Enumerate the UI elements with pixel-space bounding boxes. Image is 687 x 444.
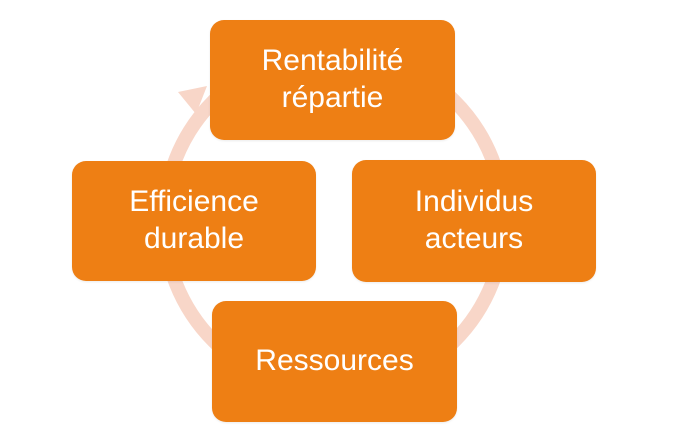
node-right-line-1: Individus — [414, 185, 534, 219]
node-ressources: Ressources — [212, 301, 457, 422]
node-left-line-2: durable — [143, 222, 245, 255]
node-left-line-1: Efficience — [129, 185, 259, 219]
node-top-line-1: Rentabilité — [261, 44, 404, 78]
node-individus-acteurs: Individus acteurs — [352, 160, 596, 282]
node-top-line-2: répartie — [281, 81, 384, 114]
arrow-head-icon — [178, 86, 207, 114]
node-right-line-2: acteurs — [424, 222, 524, 255]
node-rentabilite-repartie: Rentabilité répartie — [210, 20, 455, 140]
node-efficience-durable: Efficience durable — [72, 161, 316, 281]
node-bottom-line-1: Ressources — [255, 344, 414, 378]
